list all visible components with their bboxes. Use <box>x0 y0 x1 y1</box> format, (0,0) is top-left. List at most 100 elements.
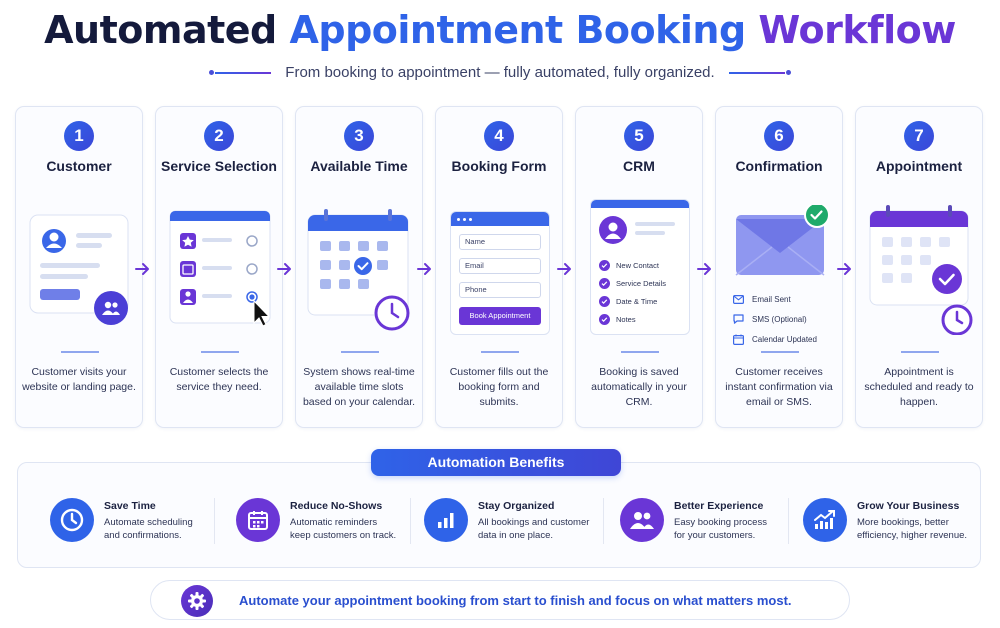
arrow-right-icon <box>417 263 431 275</box>
confirmation-item: SMS (Optional) <box>732 309 842 329</box>
check-circle-icon <box>599 313 610 325</box>
crm-checklist-item: Date & Time <box>599 292 689 310</box>
form-window: Name Email Phone Book Appointment <box>450 211 550 335</box>
gear-icon <box>181 585 213 617</box>
book-appointment-button[interactable]: Book Appointment <box>459 307 541 325</box>
step-title: Service Selection <box>161 158 277 174</box>
phone-field[interactable]: Phone <box>459 282 541 298</box>
subtitle-text: From booking to appointment — fully auto… <box>285 64 715 81</box>
step-divider <box>901 351 939 353</box>
customer-illustration <box>16 205 144 335</box>
step-description: System shows real-time available time sl… <box>302 366 416 408</box>
clock-icon <box>50 498 94 542</box>
workflow-steps: 1 Customer Customer visits your website … <box>15 106 985 428</box>
step-divider <box>761 351 799 353</box>
step-description: Appointment is scheduled and ready to ha… <box>864 366 974 408</box>
check-circle-icon <box>599 295 610 307</box>
calendar-small-icon <box>732 334 744 345</box>
step-divider <box>61 351 99 353</box>
step-description: Booking is saved automatically in your C… <box>591 366 687 408</box>
users-badge-icon <box>94 291 128 325</box>
step-description: Customer receives instant confirmation v… <box>725 366 833 408</box>
crm-checklist-item: Notes <box>599 310 689 328</box>
sms-chat-icon <box>732 314 744 324</box>
benefit-separator <box>410 498 411 544</box>
benefit-title: Grow Your Business <box>857 500 960 512</box>
arrow-right-icon <box>277 263 291 275</box>
arrow-right-icon <box>837 263 851 275</box>
name-field[interactable]: Name <box>459 234 541 250</box>
step-card-service-selection: 2 Service Selection <box>155 106 283 428</box>
step-description: Customer visits your website or landing … <box>22 366 136 393</box>
booking-form-illustration: Name Email Phone Book Appointment <box>436 205 564 335</box>
step-number: 2 <box>204 121 234 151</box>
step-description: Customer fills out the booking form and … <box>449 366 549 408</box>
footer-banner: Automate your appointment booking from s… <box>150 580 850 620</box>
calendar-illustration <box>296 205 424 335</box>
benefits-heading: Automation Benefits <box>371 449 621 476</box>
bar-chart-icon <box>424 498 468 542</box>
crm-checklist-item: New Contact <box>599 256 689 274</box>
email-field[interactable]: Email <box>459 258 541 274</box>
step-card-booking-form: 4 Booking Form Name Email Phone Book App… <box>435 106 563 428</box>
benefit-separator <box>603 498 604 544</box>
step-divider <box>621 351 659 353</box>
crm-checklist-item: Service Details <box>599 274 689 292</box>
step-title: Customer <box>46 158 112 174</box>
benefit-title: Save Time <box>104 500 156 512</box>
benefit-stay-organized: Stay Organized All bookings and customer… <box>424 496 604 546</box>
benefit-grow-your-business: Grow Your Business More bookings, better… <box>803 496 978 546</box>
step-divider <box>341 351 379 353</box>
confirmation-item: Email Sent <box>732 289 842 309</box>
arrow-right-icon <box>135 263 149 275</box>
crm-window-bar <box>591 200 689 208</box>
form-window-bar <box>451 212 549 226</box>
benefit-title: Stay Organized <box>478 500 555 512</box>
arrow-right-icon <box>557 263 571 275</box>
subtitle-divider-left <box>209 70 272 75</box>
step-number: 6 <box>764 121 794 151</box>
page-title: Automated Appointment Booking Workflow <box>44 8 956 52</box>
step-card-customer: 1 Customer Customer visits your website … <box>15 106 143 428</box>
step-divider <box>201 351 239 353</box>
benefit-separator <box>214 498 215 544</box>
step-number: 7 <box>904 121 934 151</box>
appointment-illustration <box>856 205 984 336</box>
benefit-title: Better Experience <box>674 500 764 512</box>
step-title: Confirmation <box>735 158 823 174</box>
step-description: Customer selects the service they need. <box>169 366 269 393</box>
benefit-separator <box>788 498 789 544</box>
subtitle-divider-right <box>728 70 791 75</box>
step-number: 5 <box>624 121 654 151</box>
step-number: 1 <box>64 121 94 151</box>
calendar-icon <box>236 498 280 542</box>
step-title: Available Time <box>310 158 408 174</box>
check-circle-icon <box>599 259 610 271</box>
benefit-title: Reduce No-Shows <box>290 500 383 512</box>
arrow-right-icon <box>697 263 711 275</box>
step-number: 4 <box>484 121 514 151</box>
check-circle-icon <box>599 277 610 289</box>
confirmation-item: Calendar Updated <box>732 329 842 349</box>
growth-chart-icon <box>803 498 847 542</box>
step-title: CRM <box>623 158 655 174</box>
envelope-icon <box>732 294 744 304</box>
step-divider <box>481 351 519 353</box>
users-icon <box>620 498 664 542</box>
step-title: Booking Form <box>451 158 547 174</box>
step-card-available-time: 3 Available Time System shows r <box>295 106 423 428</box>
